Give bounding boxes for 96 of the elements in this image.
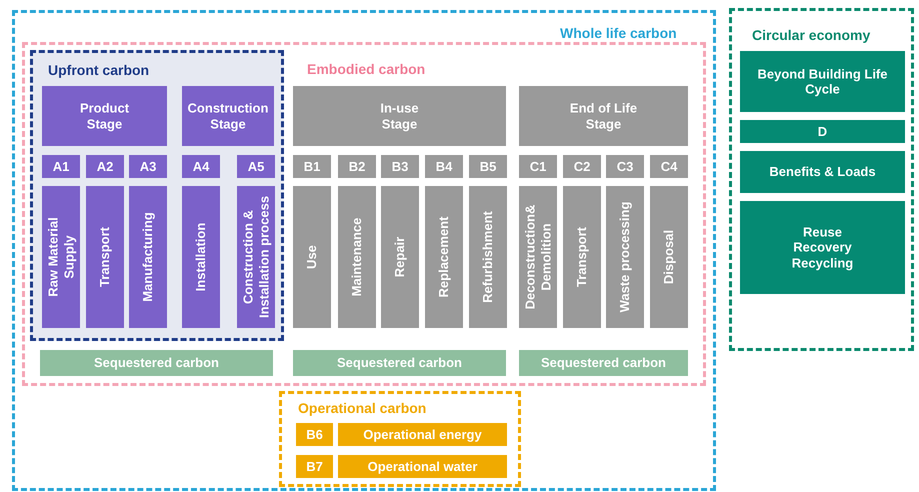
module-box [563,186,601,328]
module-code-box [237,155,275,178]
stage-box [519,86,688,146]
module-code: C2 [572,158,592,174]
bar-label: Sequestered carbon [93,355,220,371]
module-code: A4 [192,158,210,174]
module-box [381,186,419,328]
module-code-box [296,455,333,478]
module-label: Installation [193,222,209,294]
module-code: C1 [528,158,548,174]
module-code: C4 [660,158,678,174]
group-title: Operational carbon [298,400,426,416]
group-title: Whole life carbon [560,25,677,41]
circular-economy-label: Beyond Building Life Cycle [756,66,888,98]
module-label: Deconstruction& Demolition [522,204,554,312]
sequestered-carbon-bar [519,350,688,376]
module-label: Use [304,244,320,271]
stage-box [293,86,506,146]
operational-label: Operational water [366,458,478,474]
module-box [338,186,376,328]
dashed-boundary [279,391,521,487]
operational-box [338,423,507,446]
module-box [519,186,557,328]
module-code-box [338,155,376,178]
module-code-box [129,155,167,178]
module-label: Transport [97,226,113,289]
module-box [86,186,124,328]
module-code-box [381,155,419,178]
stage-box [42,86,167,146]
module-label: Construction & Installation process [240,194,272,320]
module-label: Manufacturing [140,211,156,304]
circular-economy-label: Benefits & Loads [768,164,877,180]
module-code-box [86,155,124,178]
module-code: A1 [52,158,70,174]
module-code: A2 [96,158,114,174]
module-label: Raw Material Supply [45,216,77,299]
sequestered-carbon-bar [293,350,506,376]
module-code: B3 [390,158,410,174]
circular-economy-box [740,120,905,143]
module-box [469,186,507,328]
module-code: B2 [348,158,366,174]
circular-economy-box [740,201,905,294]
module-box [606,186,644,328]
module-label: Repair [392,236,408,280]
module-code-box [296,423,333,446]
module-label: Waste processing [617,200,633,314]
module-label: Refurbishment [480,210,496,305]
module-box [129,186,167,328]
module-code: B7 [305,458,324,474]
module-label: Replacement [436,216,452,300]
module-code-box [469,155,507,178]
module-box [42,186,80,328]
dashed-boundary [12,10,716,491]
circular-economy-box [740,151,905,193]
module-code: B6 [305,426,324,442]
module-box [650,186,688,328]
module-code-box [42,155,80,178]
dashed-boundary [22,42,706,386]
operational-label: Operational energy [362,426,483,442]
group-title: Upfront carbon [48,62,150,78]
module-box [237,186,275,328]
circular-economy-box [740,51,905,112]
group-title: Circular economy [752,27,870,43]
bar-label: Sequestered carbon [336,355,463,371]
module-label: Transport [574,226,590,289]
module-code-box [182,155,220,178]
module-code-box [606,155,644,178]
module-code-box [519,155,557,178]
operational-box [338,455,507,478]
group-title: Embodied carbon [307,61,426,77]
module-code: A3 [138,158,158,174]
module-box [425,186,463,328]
stage-label: Product Stage [78,100,130,132]
stage-label: In-use Stage [379,100,420,132]
stage-box [182,86,274,146]
sequestered-carbon-bar [40,350,273,376]
module-code: B4 [434,158,454,174]
module-code: B5 [478,158,498,174]
module-label: Maintenance [349,216,365,298]
module-code-box [425,155,463,178]
module-code-box [293,155,331,178]
circular-economy-label: D [816,124,828,140]
module-code-box [563,155,601,178]
bar-label: Sequestered carbon [540,355,667,371]
module-label: Disposal [661,228,677,286]
dashed-boundary [30,50,284,341]
module-code: A5 [246,158,266,174]
module-box [182,186,220,328]
module-box [293,186,331,328]
module-code: C3 [616,158,634,174]
dashed-boundary [729,8,914,351]
module-code: B1 [302,158,322,174]
stage-label: End of Life Stage [568,100,638,132]
module-code-box [650,155,688,178]
stage-label: Construction Stage [186,100,270,132]
circular-economy-label: Reuse Recovery Recycling [790,224,854,271]
